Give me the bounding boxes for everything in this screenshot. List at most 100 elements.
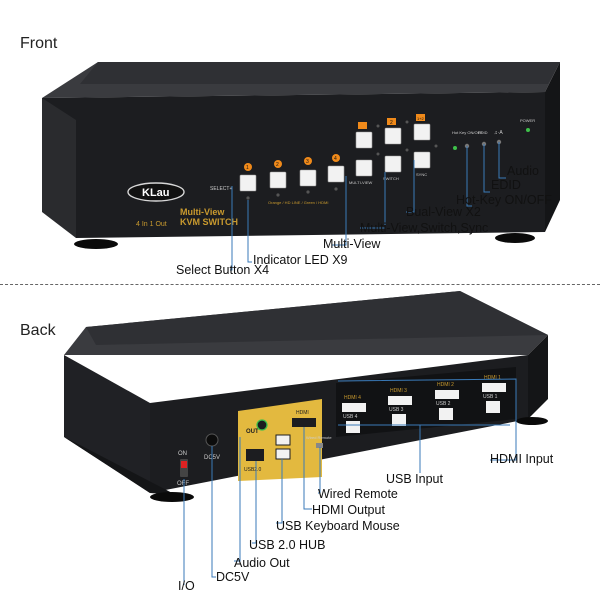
switch-button	[384, 155, 402, 173]
multiview-button	[355, 159, 373, 177]
audio-out-jack	[256, 419, 268, 431]
callout-hotkey: Hot-Key ON/OFF	[456, 193, 552, 207]
back-heading: Back	[20, 322, 56, 339]
front-device-illustration: KLau 4 In 1 Out Multi-View KVM SWITCH SE…	[42, 62, 560, 271]
power-panel-label: POWER	[520, 118, 535, 123]
port-led-3	[306, 190, 310, 194]
back-device-illustration: ON OFF DC5V OUT HDMI USB2.0 Wired Remote…	[64, 291, 548, 585]
power-led	[526, 128, 530, 132]
callout-usb-hub: USB 2.0 HUB	[249, 538, 326, 552]
port-badge-1	[244, 163, 252, 171]
hotkey-led	[453, 146, 457, 150]
select-button-1	[239, 174, 257, 192]
wired-remote-panel-label: Wired Remote	[306, 435, 332, 440]
port-led-4	[334, 187, 338, 191]
mode-label-multiview: MULTI-VIEW	[349, 180, 372, 185]
edid-panel-label: EDID	[478, 130, 488, 135]
usb-input-port-2	[439, 408, 453, 420]
port-number-3: 3	[306, 159, 309, 165]
hdmi-input-port-2	[435, 390, 459, 399]
mode-label-sync: SYNC	[416, 172, 427, 177]
brand-logo-text: KLau	[142, 187, 170, 199]
usb-hub-port	[246, 449, 264, 461]
port-number-1: 1	[246, 165, 249, 171]
select-buttons	[239, 165, 345, 192]
bual-label-1: 2	[390, 120, 393, 126]
usb-input-label-4: USB 4	[343, 414, 358, 420]
mode-leds	[376, 120, 438, 156]
switch-off-label: OFF	[177, 481, 189, 487]
hdmi-input-ports	[342, 383, 506, 412]
foot	[74, 239, 118, 249]
bual-view-button-2	[384, 127, 402, 145]
audio-panel-label: ♫·A	[494, 130, 503, 136]
hdmi-output-port	[292, 418, 316, 427]
usb-input-label-3: USB 3	[389, 407, 404, 413]
callout-hdmi-input: HDMI Input	[490, 452, 554, 466]
bual-view-button-3	[413, 123, 431, 141]
select-label: SELECT+	[210, 186, 232, 192]
product-name-line1: Multi-View	[180, 207, 225, 217]
right-side	[545, 62, 560, 232]
usb-input-ports	[346, 401, 500, 433]
back-leader-lines	[183, 378, 517, 585]
port-led-1	[246, 196, 250, 200]
hdmi-input-label-4: HDMI 4	[344, 395, 361, 401]
bual-label-2: 1+2	[417, 116, 425, 121]
wired-remote-port	[316, 443, 323, 448]
output-panel-label: OUT	[246, 429, 259, 435]
callout-edid: EDID	[491, 178, 521, 192]
input-panel	[336, 367, 516, 437]
hotkey-panel-label: Hot Key ON/OFF	[452, 130, 483, 135]
callout-multiview-switch-sync: Multi-View,Switch,Sync	[360, 221, 489, 235]
port-badge-3	[304, 157, 312, 165]
port-number-badges	[244, 154, 340, 171]
usb-keyboard-port-2	[275, 448, 291, 460]
callout-multiview: Multi-View	[323, 237, 381, 251]
dc5v-jack	[205, 433, 219, 447]
usb-input-label-2: USB 2	[436, 401, 451, 407]
callout-audio-out: Audio Out	[234, 556, 290, 570]
port-led-2	[276, 193, 280, 197]
front-leader-lines	[230, 142, 506, 271]
foot	[516, 417, 548, 425]
hdmi-input-label-1: HDMI 1	[484, 375, 501, 381]
callout-bual-view: Bual-View X2	[406, 205, 481, 219]
callout-hdmi-output: HDMI Output	[312, 503, 385, 517]
hdmi-input-port-4	[342, 403, 366, 412]
usb-keyboard-port-1	[275, 434, 291, 446]
select-button-2	[269, 171, 287, 189]
product-prefix: 4 In 1 Out	[136, 221, 167, 228]
select-button-4	[327, 165, 345, 183]
sync-button	[413, 151, 431, 169]
hdmi-input-label-3: HDMI 3	[390, 388, 407, 394]
section-divider	[0, 284, 600, 285]
foot	[150, 492, 194, 502]
bual-view-badge-3	[416, 114, 425, 121]
bual-view-button-1	[355, 131, 373, 149]
front-heading: Front	[20, 35, 58, 52]
select-button-3	[299, 169, 317, 187]
hdmi-input-port-1	[482, 383, 506, 392]
brand-logo	[127, 182, 185, 202]
usb-input-labels: USB 4 USB 3 USB 2 USB 1	[343, 394, 498, 420]
usb-input-label-1: USB 1	[483, 394, 498, 400]
port-badge-4	[332, 154, 340, 162]
bual-view-badge-2	[387, 118, 396, 125]
callout-audio: Audio	[507, 164, 539, 178]
hdmi-output-label: HDMI	[296, 410, 309, 416]
port-badge-2	[274, 160, 282, 168]
usb-hub-panel-label: USB2.0	[244, 467, 261, 473]
left-side-lower	[64, 437, 176, 495]
usb-input-port-3	[392, 414, 406, 426]
usb-input-port-4	[346, 421, 360, 433]
bual-view-badge-1	[358, 122, 367, 129]
mode-label-switch: SWITCH	[383, 176, 399, 181]
callout-usb-keyboard-mouse: USB Keyboard Mouse	[276, 519, 400, 533]
product-name-line2: KVM SWITCH	[180, 217, 238, 227]
left-side	[64, 355, 150, 493]
callout-io: I/O	[178, 579, 195, 593]
foot	[495, 233, 535, 243]
callout-indicator-led: Indicator LED X9	[253, 253, 348, 267]
callout-usb-input: USB Input	[386, 472, 443, 486]
